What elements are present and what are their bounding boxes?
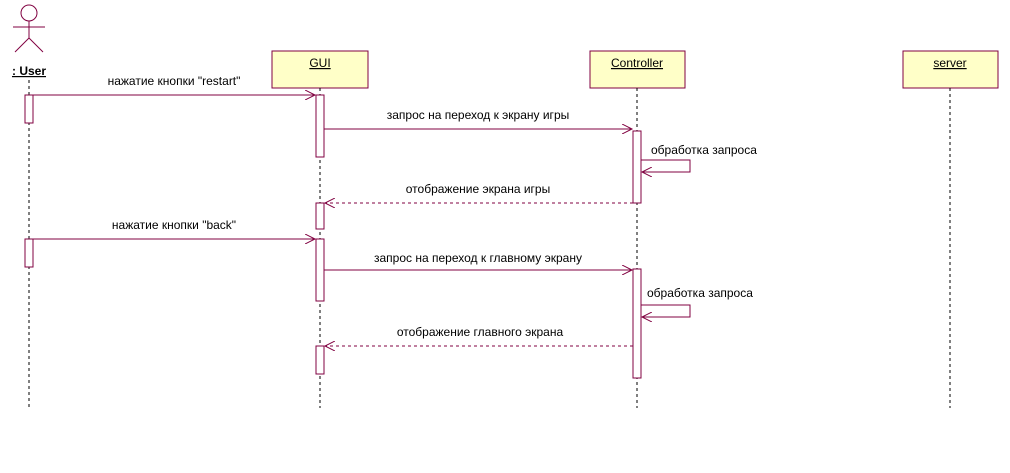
participant-server: server — [902, 50, 999, 89]
user-actor-icon — [13, 4, 45, 53]
message-label: отображение экрана игры — [406, 182, 550, 196]
message-label: нажатие кнопки "back" — [112, 218, 236, 232]
message-back: нажатие кнопки "back" — [33, 218, 315, 239]
participant-controller-label: Controller — [611, 56, 663, 70]
controller-activation — [632, 268, 642, 379]
participant-controller: Controller — [589, 50, 686, 89]
message-return-game-screen: отображение экрана игры — [325, 182, 633, 203]
gui-activation — [315, 345, 325, 375]
participant-server-label: server — [933, 56, 966, 70]
message-return-main-screen: отображение главного экрана — [325, 325, 633, 346]
message-request-game-screen: запрос на переход к экрану игры — [324, 108, 632, 129]
gui-activation — [315, 94, 325, 158]
message-label: обработка запроса — [651, 143, 757, 157]
message-request-main-screen: запрос на переход к главному экрану — [324, 251, 632, 270]
message-label: нажатие кнопки "restart" — [108, 74, 241, 88]
message-self-process: обработка запроса — [641, 286, 753, 317]
user-activation — [24, 94, 34, 124]
message-label: запрос на переход к главному экрану — [374, 251, 582, 265]
message-label: запрос на переход к экрану игры — [387, 108, 570, 122]
message-label: обработка запроса — [647, 286, 753, 300]
gui-activation — [315, 238, 325, 302]
message-restart: нажатие кнопки "restart" — [33, 74, 315, 95]
message-label: отображение главного экрана — [397, 325, 564, 339]
message-self-process: обработка запроса — [641, 143, 757, 172]
participant-gui-label: GUI — [309, 56, 330, 70]
gui-activation — [315, 202, 325, 230]
participant-gui: GUI — [271, 50, 369, 89]
actor-label: : User — [12, 64, 46, 78]
controller-activation — [632, 130, 642, 204]
user-activation — [24, 238, 34, 268]
